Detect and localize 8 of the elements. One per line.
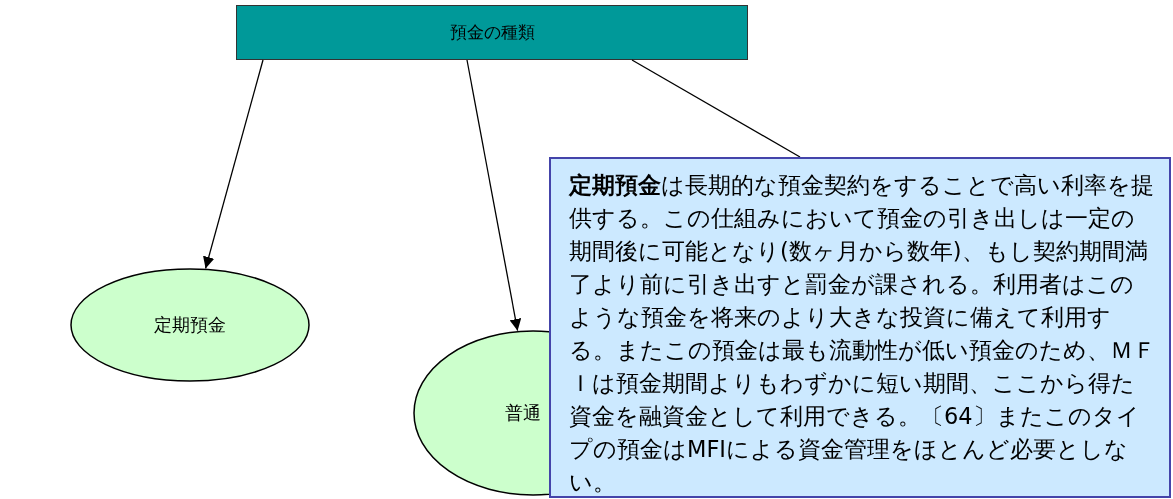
category-label: 定期預金 (154, 313, 226, 337)
category-label: 普通 (505, 401, 541, 425)
description-text: 定期預金は長期的な預金契約をすることで高い利率を提供する。この仕組みにおいて預金の引き出しは一定の期間後に可能となり(数ヶ月から数年)、もし契約期間満了より前に引き出すと罰金が課される。利用者はこのような預金を将来のより大きな投資に備えて利用する。またこの預金は最も流動性が低い預金のため、ＭＦＩは預金期間よりもわずかに短い期間、ここから得た資金を融資金として利用できる。〔64〕またこのタイプの預金はMFIによる資金管理をほとんど必要としない。 (569, 171, 1157, 497)
title-text: 預金の種類 (449, 21, 535, 44)
category-ellipse (70, 268, 310, 382)
arrow (203, 59, 264, 270)
title-box (236, 5, 748, 60)
arrow (466, 59, 522, 332)
